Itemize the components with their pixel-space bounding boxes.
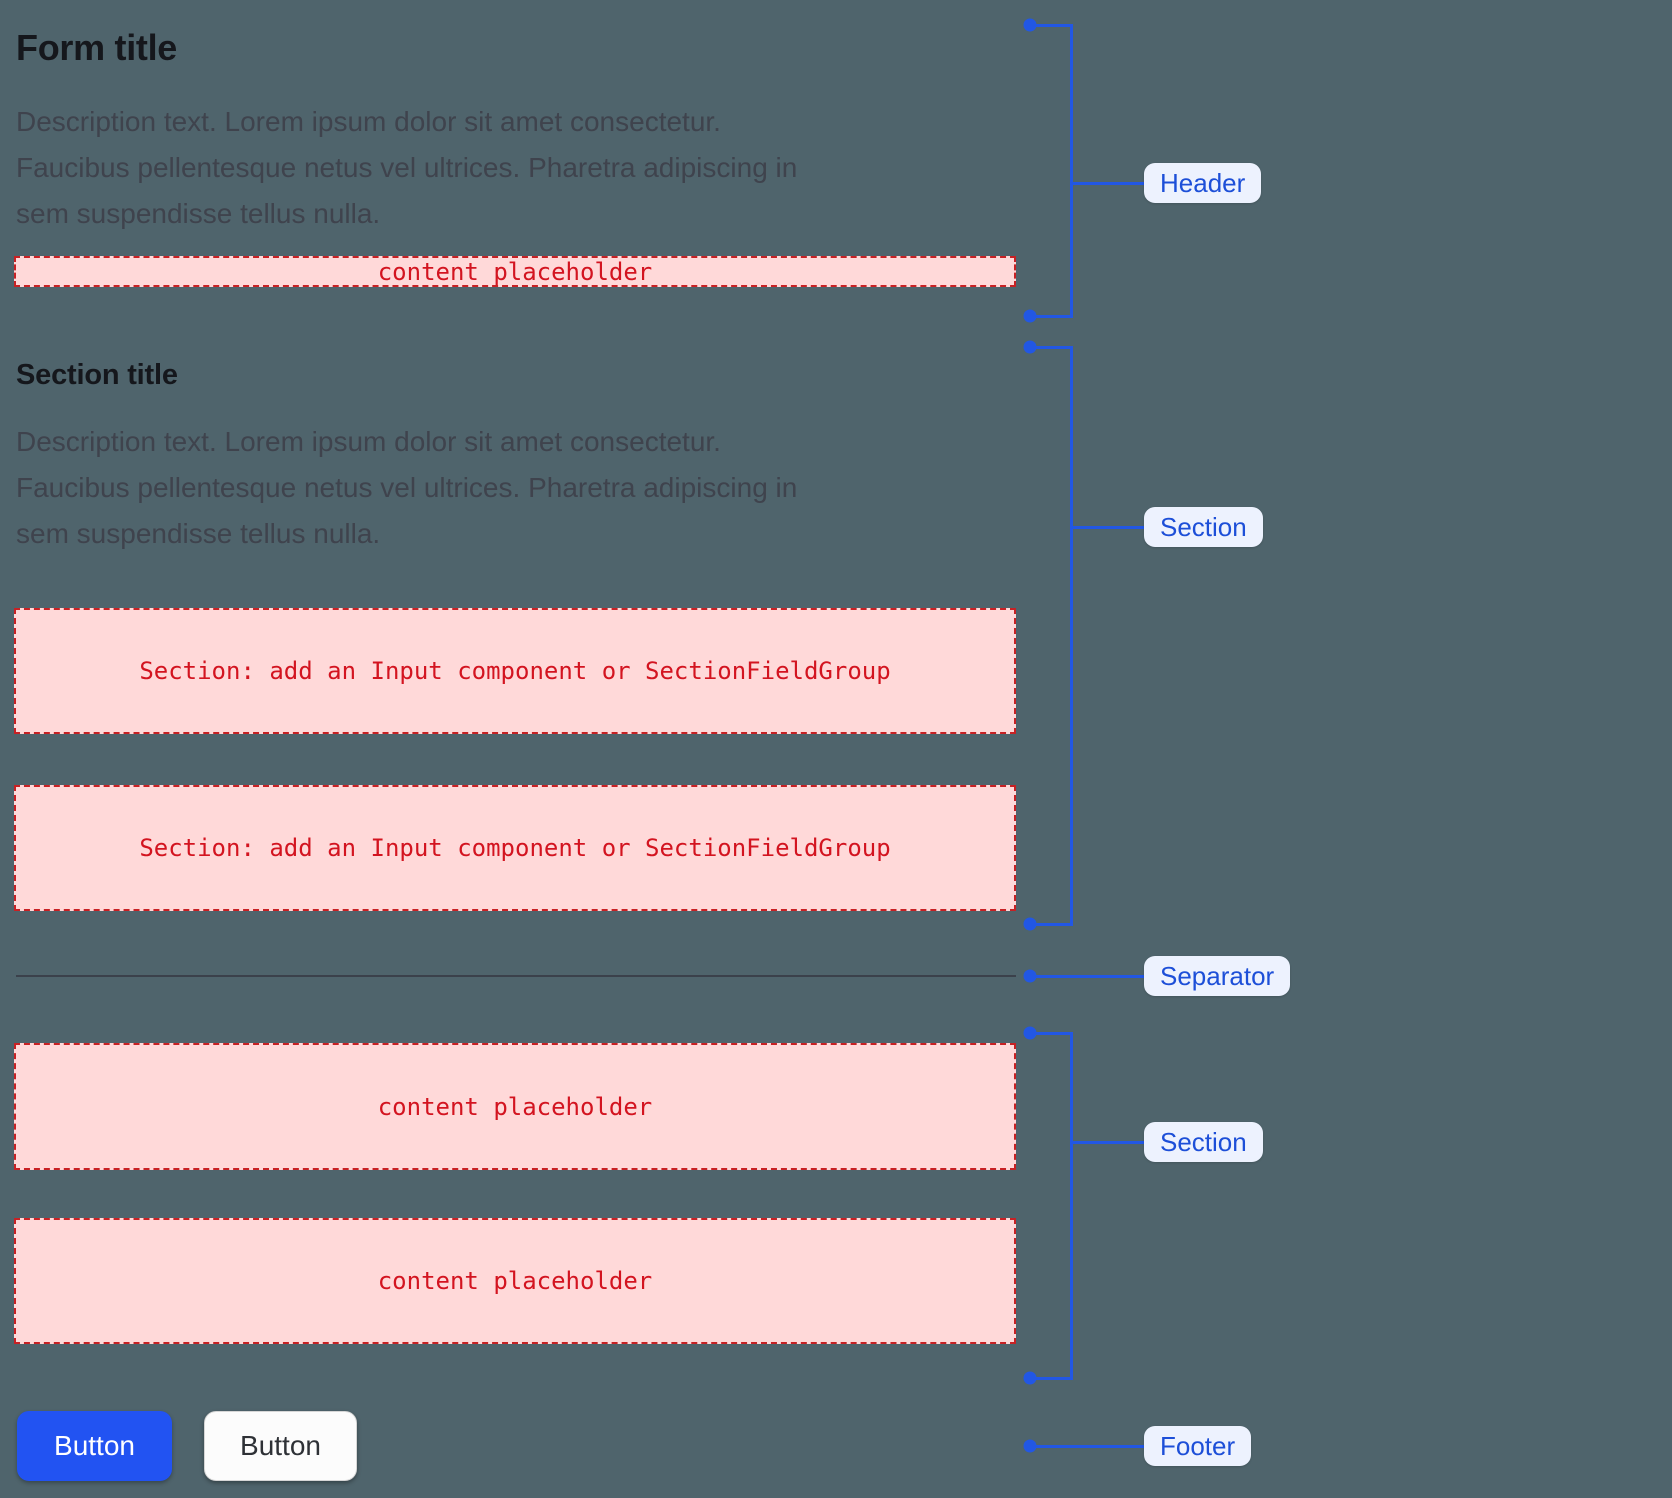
section-content-placeholder: content placeholder: [14, 1218, 1016, 1344]
header-content-placeholder: content placeholder: [14, 256, 1016, 287]
section-content-placeholder: content placeholder: [14, 1043, 1016, 1170]
form-description-line: Faucibus pellentesque netus vel ultrices…: [16, 152, 798, 183]
section-title: Section title: [16, 359, 178, 391]
annotation-label-header: Header: [1144, 163, 1262, 203]
bracket-line: [1030, 1031, 1073, 1035]
primary-button-label: Button: [54, 1430, 135, 1461]
bracket-line: [1030, 314, 1073, 318]
annotation-label-text: Footer: [1160, 1430, 1236, 1461]
secondary-button-label: Button: [240, 1430, 321, 1461]
annotation-label-section: Section: [1144, 1122, 1263, 1162]
placeholder-label: Section: add an Input component or Secti…: [139, 834, 891, 862]
placeholder-label: content placeholder: [377, 1267, 653, 1295]
placeholder-label: content placeholder: [377, 257, 653, 286]
bracket-dot: [1023, 917, 1037, 931]
annotation-label-text: Separator: [1160, 960, 1275, 991]
bracket-line: [1070, 345, 1073, 926]
bracket-line: [1070, 1031, 1073, 1380]
form-description-line: sem suspendisse tellus nulla.: [16, 198, 381, 229]
bracket-connector: [1072, 525, 1144, 529]
bracket-line: [1030, 23, 1073, 27]
section-description-line: sem suspendisse tellus nulla.: [16, 518, 381, 549]
form-title: Form title: [16, 27, 178, 68]
annotation-label-section: Section: [1144, 507, 1263, 547]
bracket-dot: [1023, 309, 1037, 323]
bracket-line: [1030, 922, 1073, 926]
secondary-button[interactable]: Button: [204, 1411, 357, 1481]
section-description-line: Description text. Lorem ipsum dolor sit …: [16, 426, 721, 457]
annotation-label-text: Header: [1160, 167, 1246, 198]
form-description: Description text. Lorem ipsum dolor sit …: [16, 99, 797, 237]
section-input-placeholder: Section: add an Input component or Secti…: [14, 785, 1016, 911]
placeholder-label: content placeholder: [377, 1092, 653, 1121]
section-input-placeholder: Section: add an Input component or Secti…: [14, 608, 1016, 734]
annotation-label-separator: Separator: [1144, 956, 1291, 996]
separator-line: [16, 975, 1016, 977]
bracket-connector: [1030, 1444, 1144, 1448]
bracket-line: [1030, 345, 1073, 349]
annotation-label-text: Section: [1160, 511, 1247, 542]
bracket-line: [1030, 1376, 1073, 1380]
bracket-line: [1070, 23, 1073, 318]
section-description: Description text. Lorem ipsum dolor sit …: [16, 419, 797, 557]
bracket-connector: [1072, 181, 1144, 185]
annotation-label-text: Section: [1160, 1126, 1247, 1157]
annotation-label-footer: Footer: [1144, 1426, 1252, 1466]
bracket-connector: [1030, 974, 1144, 978]
bracket-dot: [1023, 1371, 1037, 1385]
primary-button[interactable]: Button: [17, 1411, 172, 1481]
bracket-connector: [1072, 1140, 1144, 1144]
section-description-line: Faucibus pellentesque netus vel ultrices…: [16, 472, 798, 503]
form-description-line: Description text. Lorem ipsum dolor sit …: [16, 106, 721, 137]
placeholder-label: Section: add an Input component or Secti…: [139, 657, 891, 685]
